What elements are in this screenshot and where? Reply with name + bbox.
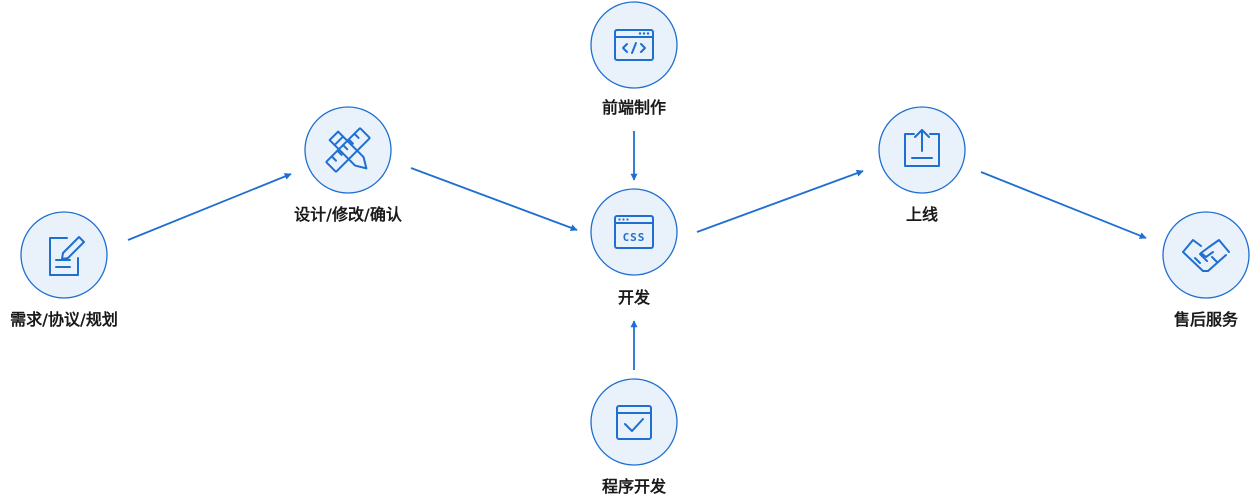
node-program: 程序开发 (590, 378, 678, 494)
node-develop: CSS 开发 (590, 188, 678, 307)
node-requirements-circle (20, 211, 108, 299)
edges (127, 131, 1147, 370)
node-frontend: 前端制作 (590, 1, 678, 117)
upload-icon (904, 129, 940, 167)
handshake-icon (1182, 239, 1230, 272)
node-frontend-label: 前端制作 (602, 98, 666, 117)
edge-launch-to-service (980, 171, 1147, 239)
node-requirements: 需求/协议/规划 (10, 211, 118, 329)
node-program-circle (590, 378, 678, 466)
node-frontend-circle (590, 1, 678, 89)
css-icon-text: CSS (623, 231, 646, 244)
node-develop-circle (590, 188, 678, 276)
node-program-label: 程序开发 (602, 477, 667, 494)
node-service-circle (1162, 211, 1250, 299)
document-edit-icon (49, 236, 85, 276)
checkbox-icon (616, 405, 652, 440)
css-window-icon: CSS (614, 215, 654, 249)
node-develop-label: 开发 (618, 288, 651, 307)
edge-develop-to-launch (696, 169, 864, 233)
edge-design-to-develop (410, 167, 578, 232)
code-window-icon (614, 29, 654, 61)
node-service-label: 售后服务 (1174, 310, 1239, 329)
node-launch: 上线 (878, 106, 966, 224)
node-service: 售后服务 (1162, 211, 1250, 329)
node-launch-label: 上线 (906, 205, 938, 224)
edge-requirements-to-design (127, 173, 292, 241)
node-design: 设计/修改/确认 (294, 106, 403, 224)
ruler-pencil-icon (325, 127, 371, 173)
node-requirements-label: 需求/协议/规划 (10, 310, 118, 329)
node-design-label: 设计/修改/确认 (294, 205, 403, 224)
